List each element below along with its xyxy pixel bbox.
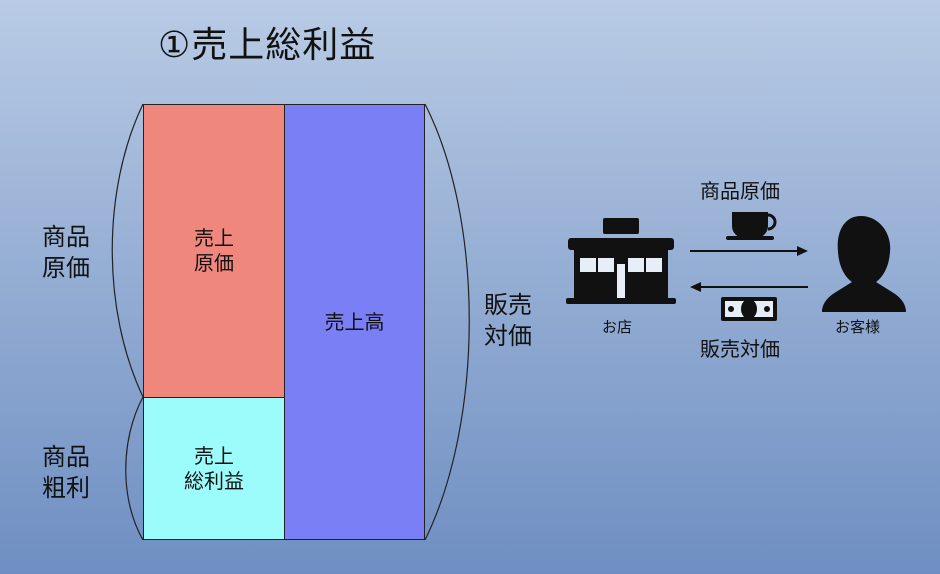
arrow-to-customer <box>690 246 808 256</box>
left-top-brace <box>111 103 144 398</box>
page-title: ①売上総利益 <box>158 25 377 66</box>
coffee-cup-icon <box>726 212 777 240</box>
cost-box: 売上 原価 <box>143 104 285 398</box>
left-bottom-brace <box>125 396 144 541</box>
sales-box-label: 売上高 <box>324 309 385 334</box>
store-icon <box>566 218 676 304</box>
customer-label: お客様 <box>835 318 881 336</box>
shop-label: お店 <box>602 318 633 336</box>
customer-icon <box>822 216 906 312</box>
money-bill-icon <box>721 297 777 321</box>
profit-box: 売上 総利益 <box>143 397 285 540</box>
left-top-label: 商品 原価 <box>42 223 90 283</box>
profit-box-label: 売上 総利益 <box>184 443 244 493</box>
arrow-to-shop <box>690 282 808 292</box>
right-brace <box>424 103 470 541</box>
left-bottom-label: 商品 粗利 <box>42 443 90 503</box>
cost-box-label: 売上 原価 <box>194 226 234 275</box>
sales-box: 売上高 <box>284 104 425 540</box>
flow-top-label: 商品原価 <box>700 179 780 203</box>
flow-bottom-label: 販売対価 <box>700 337 780 361</box>
right-label: 販売 対価 <box>484 291 532 351</box>
